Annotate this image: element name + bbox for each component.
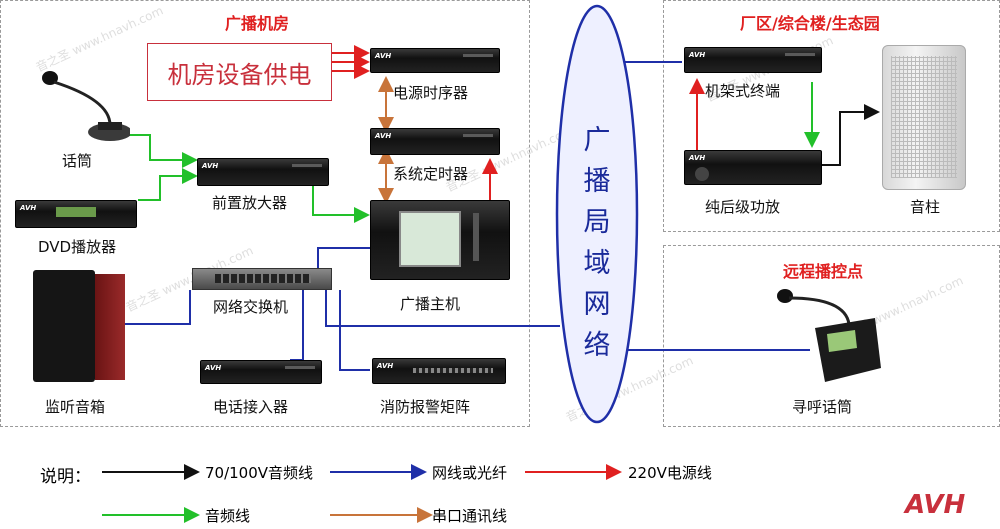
phone-interface-device[interactable]: AVH [200, 360, 322, 384]
legend-audio-line: 音频线 [205, 505, 250, 526]
microphone-icon[interactable] [40, 70, 130, 148]
power-supply-box: 机房设备供电 [147, 43, 332, 101]
power-sequencer-device[interactable]: AVH [370, 48, 500, 73]
rack-terminal-device[interactable]: AVH [684, 47, 822, 73]
preamp-label: 前置放大器 [212, 192, 287, 213]
broadcast-host-device[interactable] [370, 200, 510, 280]
brand-logo: AVH [905, 490, 965, 520]
paging-mic-label: 寻呼话筒 [792, 396, 852, 417]
power-amplifier-label: 纯后级功放 [705, 196, 780, 217]
fire-alarm-matrix-device[interactable]: AVH [372, 358, 506, 384]
dvd-player-label: DVD播放器 [38, 236, 116, 257]
power-sequencer-label: 电源时序器 [393, 82, 468, 103]
column-speaker-label: 音柱 [910, 196, 940, 217]
legend-serial-line: 串口通讯线 [432, 505, 507, 526]
brand-logo: AVH [202, 162, 218, 170]
column-speaker-device[interactable] [882, 45, 966, 190]
monitor-speaker-device[interactable] [33, 270, 125, 382]
legend-title: 说明： [40, 462, 91, 487]
brand-logo: AVH [689, 154, 705, 162]
power-amplifier-device[interactable]: AVH [684, 150, 822, 185]
dvd-player-device[interactable]: AVH [15, 200, 137, 228]
paging-mic-device[interactable] [775, 288, 883, 384]
legend-power-line: 220V电源线 [628, 462, 712, 483]
brand-logo: AVH [20, 204, 36, 212]
network-switch-label: 网络交换机 [213, 296, 288, 317]
network-switch-device[interactable] [192, 268, 332, 290]
brand-logo: AVH [377, 362, 393, 370]
legend-network-line: 网线或光纤 [432, 462, 507, 483]
brand-logo: AVH [205, 364, 221, 372]
fire-alarm-matrix-label: 消防报警矩阵 [380, 396, 470, 417]
brand-logo: AVH [689, 51, 705, 59]
network-label: 广 播 局 域 网 络 [577, 120, 617, 366]
preamp-device[interactable]: AVH [197, 158, 329, 186]
legend-speaker-line: 70/100V音频线 [205, 462, 313, 483]
system-timer-label: 系统定时器 [393, 163, 468, 184]
brand-logo: AVH [375, 52, 391, 60]
monitor-speaker-label: 监听音箱 [45, 396, 105, 417]
rack-terminal-label: 机架式终端 [705, 80, 780, 101]
phone-interface-label: 电话接入器 [213, 396, 288, 417]
system-timer-device[interactable]: AVH [370, 128, 500, 155]
brand-logo: AVH [375, 132, 391, 140]
microphone-label: 话筒 [62, 150, 92, 171]
broadcast-host-label: 广播主机 [400, 293, 460, 314]
